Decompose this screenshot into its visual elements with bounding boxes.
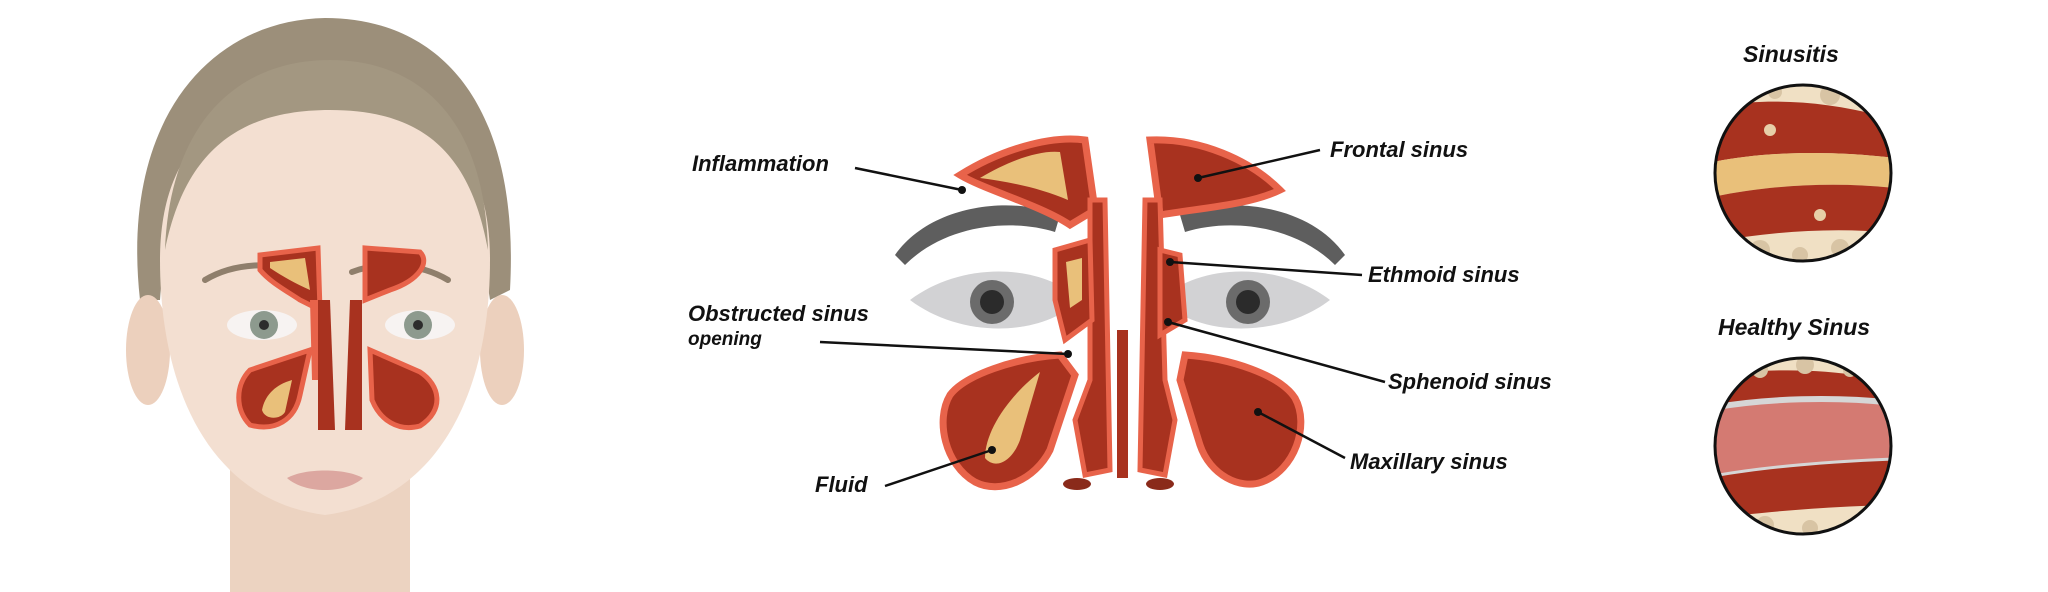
fluid-leader xyxy=(884,448,993,488)
hair-top xyxy=(165,60,488,250)
label-sphenoid-sinus: Sphenoid sinus xyxy=(1388,369,1552,394)
sinusitis-circle xyxy=(1713,83,1893,263)
label-obstructed-line2: opening xyxy=(688,329,762,350)
label-ethmoid-sinus: Ethmoid sinus xyxy=(1368,262,1520,287)
right-ear xyxy=(480,295,524,405)
left-brow xyxy=(895,205,1060,265)
face-sinus-overlay xyxy=(236,245,440,430)
left-nostril xyxy=(1063,478,1091,490)
label-fluid: Fluid xyxy=(815,472,868,497)
sphenoid-leader xyxy=(1167,320,1386,384)
left-frontal-fluid xyxy=(980,151,1068,200)
label-maxillary-sinus: Maxillary sinus xyxy=(1350,449,1508,474)
label-frontal-sinus: Frontal sinus xyxy=(1330,137,1469,162)
left-pupil xyxy=(259,320,269,330)
label-inflammation: Inflammation xyxy=(692,151,829,176)
right-pupil-2 xyxy=(1236,290,1260,314)
frontal-leader xyxy=(1197,148,1321,180)
center-septum xyxy=(1117,330,1128,478)
healthy-sinus-title: Healthy Sinus xyxy=(1718,314,1871,340)
sinusitis-title: Sinusitis xyxy=(1743,41,1839,67)
right-maxillary-sinus xyxy=(1176,351,1305,488)
healthy-sinus-circle xyxy=(1713,356,1893,536)
nasal-septum-left xyxy=(1072,197,1113,478)
right-ethmoid xyxy=(1157,246,1188,340)
right-pupil xyxy=(413,320,423,330)
left-maxillary-fluid xyxy=(985,372,1040,464)
label-obstructed-line1: Obstructed sinus xyxy=(688,301,869,326)
obstructed-leader xyxy=(819,340,1069,356)
left-ear xyxy=(126,295,170,405)
leader-lines xyxy=(819,148,1386,488)
right-nostril xyxy=(1146,478,1174,490)
sinus-cross-section xyxy=(819,135,1386,491)
leader-dots xyxy=(958,174,1262,454)
lips xyxy=(287,470,363,490)
face-portrait xyxy=(126,18,524,592)
maxillary-leader xyxy=(1257,410,1346,460)
right-frontal-sinus xyxy=(1146,136,1286,220)
inflammation-leader xyxy=(854,166,963,192)
ethmoid-leader xyxy=(1169,260,1363,277)
right-brow xyxy=(1180,205,1345,265)
left-pupil-2 xyxy=(980,290,1004,314)
